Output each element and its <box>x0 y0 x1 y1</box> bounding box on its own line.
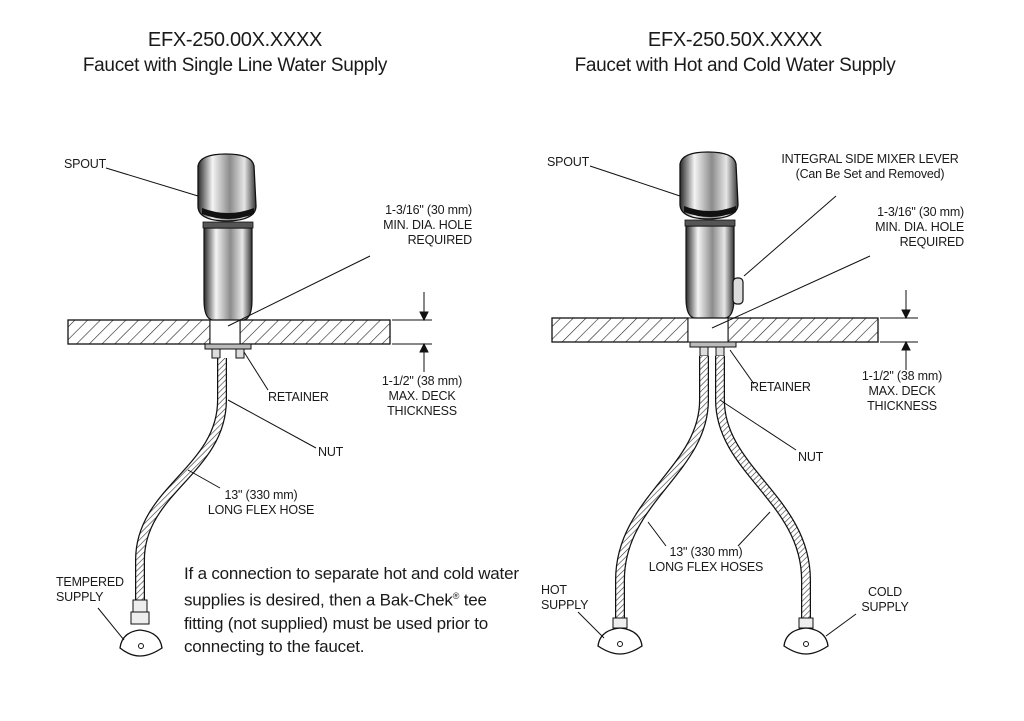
right-deck-desc: MAX. DECK <box>868 384 936 398</box>
right-diagram <box>551 151 918 655</box>
left-faucet-body <box>197 153 257 321</box>
right-deck <box>551 317 879 343</box>
right-deck-label: 1-1/2" (38 mm) MAX. DECK THICKNESS <box>852 369 952 414</box>
right-hole-label: 1-3/16" (30 mm) MIN. DIA. HOLE REQUIRED <box>822 205 964 250</box>
left-retainer <box>204 343 252 359</box>
left-retainer-label: RETAINER <box>268 390 329 404</box>
tempered-supply-word: SUPPLY <box>56 590 104 604</box>
hot-supply-word: SUPPLY <box>541 598 589 612</box>
right-spout-label: SPOUT <box>547 155 590 169</box>
left-hole-req: REQUIRED <box>407 233 473 247</box>
side-mixer-lever <box>732 277 744 305</box>
right-retainer <box>689 341 737 357</box>
right-deck-size: 1-1/2" (38 mm) <box>861 369 943 383</box>
left-spout-label: SPOUT <box>64 157 107 171</box>
right-hole-size: 1-3/16" (30 mm) <box>877 205 964 219</box>
left-title-text: Faucet with Single Line Water Supply <box>82 55 388 76</box>
right-leader-lines <box>577 165 871 639</box>
cold-word: COLD <box>868 585 902 599</box>
note-text: If a connection to separate hot and cold… <box>184 564 519 610</box>
right-flex-hoses <box>615 356 811 620</box>
cold-supply-label: COLD SUPPLY <box>850 585 920 615</box>
right-deck-dimension <box>880 290 918 370</box>
left-deck-desc: MAX. DECK <box>388 389 456 403</box>
left-deck <box>67 319 391 345</box>
right-title-text: Faucet with Hot and Cold Water Supply <box>574 55 896 76</box>
left-model-number: EFX-250.00X.XXXX <box>147 29 323 51</box>
tempered-word: TEMPERED <box>56 575 124 589</box>
left-nut-label: NUT <box>318 445 344 459</box>
right-hole-req: REQUIRED <box>899 235 965 249</box>
right-nut-label: NUT <box>798 450 824 464</box>
left-hose-length: 13" (330 mm) <box>224 488 298 502</box>
left-supply-valve <box>119 599 163 657</box>
left-deck-dimension <box>392 292 432 372</box>
right-deck-thick: THICKNESS <box>867 399 937 413</box>
right-model-number: EFX-250.50X.XXXX <box>647 29 823 51</box>
left-hole-desc: MIN. DIA. HOLE <box>383 218 472 232</box>
left-diagram <box>67 153 432 657</box>
left-hole-label: 1-3/16" (30 mm) MIN. DIA. HOLE REQUIRED <box>330 203 472 248</box>
mixer-lever-note: (Can Be Set and Removed) <box>795 167 945 181</box>
left-hose-label: 13" (330 mm) LONG FLEX HOSE <box>196 488 326 518</box>
left-hole-size: 1-3/16" (30 mm) <box>385 203 472 217</box>
right-hose-desc: LONG FLEX HOSES <box>648 560 764 574</box>
mixer-lever-title: INTEGRAL SIDE MIXER LEVER <box>781 152 959 166</box>
hot-supply-label: HOT SUPPLY <box>541 583 588 613</box>
right-hose-length: 13" (330 mm) <box>669 545 743 559</box>
left-hose-desc: LONG FLEX HOSE <box>207 503 315 517</box>
cold-supply-valve <box>783 617 829 655</box>
mixer-lever-label: INTEGRAL SIDE MIXER LEVER (Can Be Set an… <box>778 152 962 182</box>
left-title: EFX-250.00X.XXXX Faucet with Single Line… <box>40 28 430 78</box>
right-faucet-body <box>679 151 744 319</box>
left-deck-thick: THICKNESS <box>387 404 457 418</box>
right-retainer-label: RETAINER <box>750 380 811 394</box>
right-hose-label: 13" (330 mm) LONG FLEX HOSES <box>636 545 776 575</box>
left-deck-label: 1-1/2" (38 mm) MAX. DECK THICKNESS <box>372 374 472 419</box>
installation-note: If a connection to separate hot and cold… <box>184 562 529 658</box>
registered-mark: ® <box>452 591 460 601</box>
hot-supply-valve <box>597 617 643 655</box>
left-deck-size: 1-1/2" (38 mm) <box>381 374 463 388</box>
note-text-continued: tee fitting (not supplied) must be used … <box>184 590 488 656</box>
hot-word: HOT <box>541 583 567 597</box>
left-leader-lines <box>97 167 371 641</box>
tempered-supply-label: TEMPERED SUPPLY <box>56 575 124 605</box>
right-title: EFX-250.50X.XXXX Faucet with Hot and Col… <box>540 28 930 78</box>
right-hole-desc: MIN. DIA. HOLE <box>875 220 964 234</box>
cold-supply-word: SUPPLY <box>861 600 909 614</box>
